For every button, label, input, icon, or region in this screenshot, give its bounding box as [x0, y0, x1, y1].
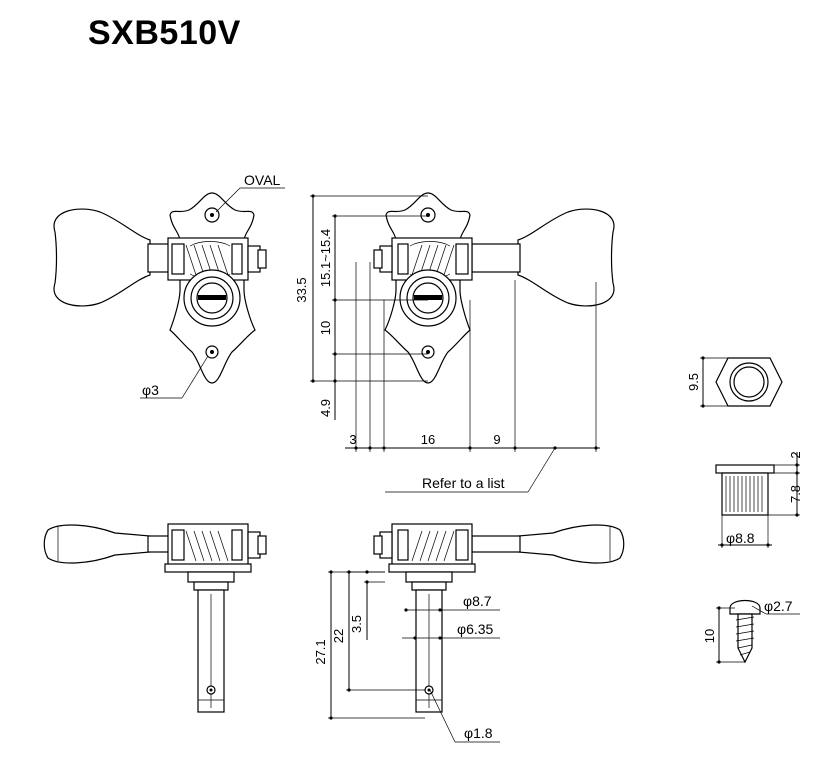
dim-10-screw: 10: [702, 629, 717, 643]
dim-22: 22: [331, 629, 346, 643]
tuner-side-view-right: [373, 523, 625, 713]
dim-9: 9: [493, 432, 500, 447]
dim-16: 16: [421, 432, 435, 447]
page-title: SXB510V: [88, 14, 241, 52]
oval-label: OVAL: [244, 172, 281, 188]
oval-callout: OVAL: [215, 172, 285, 213]
dim-33-5: 33.5: [294, 277, 309, 302]
bottom-dimension-lines: [328, 570, 500, 743]
dim-9-5: 9.5: [686, 373, 701, 391]
dim-phi-8-8: φ8.8: [726, 530, 755, 546]
dim-7-8: 7.8: [788, 485, 803, 503]
dim-15-1: 15.1~15.4: [318, 229, 333, 287]
dim-phi-2-7: φ2.7: [764, 598, 793, 614]
bushing-part: [715, 452, 800, 548]
dim-10: 10: [318, 321, 333, 335]
phi3-label: φ3: [142, 382, 159, 398]
top-dimension-lines: [310, 194, 600, 493]
screw-part: [716, 599, 800, 664]
tuner-side-view-left: [43, 523, 267, 713]
dim-3: 3: [349, 432, 356, 447]
dim-2: 2: [788, 451, 803, 458]
tuner-front-view-right: [373, 192, 615, 384]
dim-phi-1-8: φ1.8: [464, 725, 493, 741]
hex-nut-part: [700, 356, 783, 408]
tuner-front-view-left: [53, 192, 267, 384]
phi3-callout: φ3: [140, 355, 209, 399]
dim-phi-8-7: φ8.7: [463, 593, 492, 609]
dim-3-5: 3.5: [349, 615, 364, 633]
dim-phi-6-35: φ6.35: [457, 621, 494, 637]
dim-4-9: 4.9: [318, 399, 333, 417]
dim-27-1: 27.1: [313, 639, 328, 664]
refer-label: Refer to a list: [422, 475, 505, 491]
